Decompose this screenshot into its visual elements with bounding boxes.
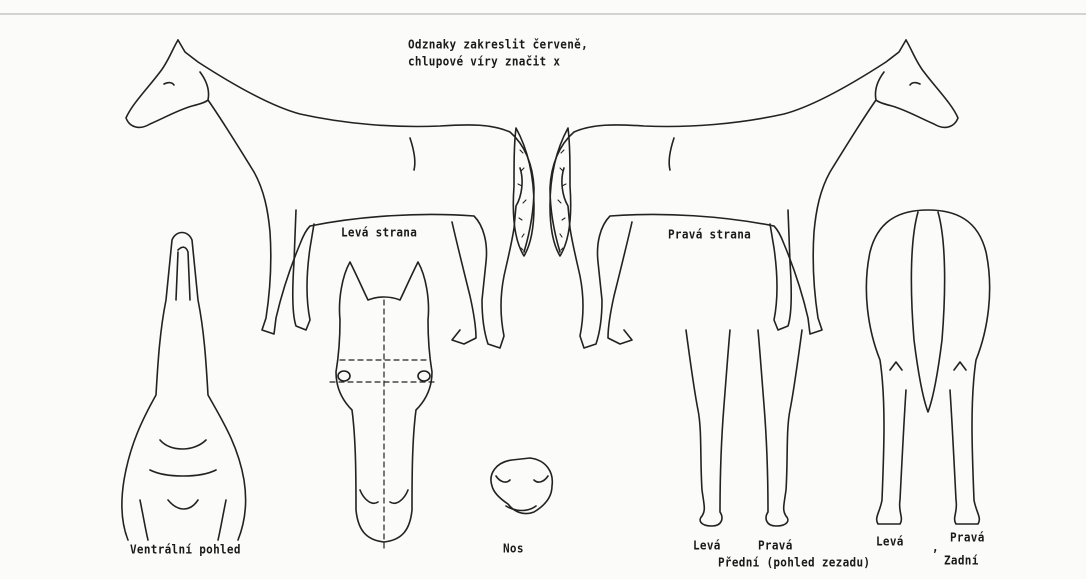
horse-right-ribline <box>669 138 674 170</box>
ventral-view-drawing <box>122 233 246 541</box>
label-front-caption: Přední (pohled zezadu) <box>718 555 870 570</box>
instruction-line-2: chlupové víry značit x <box>408 54 560 69</box>
head-eye-left <box>338 371 350 381</box>
instruction-line-1: Odznaky zakreslit červeně, <box>408 37 588 52</box>
label-nose: Nos <box>503 541 524 556</box>
hind-hocks <box>890 362 966 370</box>
label-right-side: Pravá strana <box>668 227 751 242</box>
label-front-left: Levá <box>693 538 721 553</box>
hind-outline <box>866 210 989 524</box>
ventral-chest <box>150 440 216 509</box>
horse-left-head <box>126 40 209 127</box>
nose-outline <box>491 458 552 514</box>
label-ventral-view: Ventrální pohled <box>130 542 241 557</box>
ventral-inner-neck <box>176 247 190 300</box>
head-front-drawing <box>330 262 438 552</box>
label-hind-right: Pravá <box>950 530 985 545</box>
nose-drawing <box>491 458 552 514</box>
label-hind-left: Levá <box>876 534 904 549</box>
label-front-right: Pravá <box>758 538 793 553</box>
head-eye-right <box>418 371 430 381</box>
horse-right-eye <box>910 83 920 85</box>
horse-left-outline <box>178 40 534 348</box>
label-hind-separator: , <box>932 540 939 555</box>
label-left-side: Levá strana <box>341 225 417 240</box>
front-leg-right <box>758 330 802 526</box>
nose-nostrils <box>496 476 548 511</box>
front-legs-drawing <box>686 330 802 526</box>
horse-left-ribline <box>410 138 415 170</box>
label-hind-caption: Zadní <box>944 553 979 568</box>
horse-left-side <box>126 40 534 348</box>
horse-right-side <box>550 40 958 348</box>
horse-right-head <box>875 40 958 127</box>
hind-legs-drawing <box>866 210 989 524</box>
ventral-outline <box>122 233 246 541</box>
ventral-legs <box>140 500 226 540</box>
front-leg-left <box>686 330 730 526</box>
horse-right-outline <box>550 40 906 348</box>
hind-tail <box>911 212 944 412</box>
horse-left-eye <box>164 83 174 85</box>
